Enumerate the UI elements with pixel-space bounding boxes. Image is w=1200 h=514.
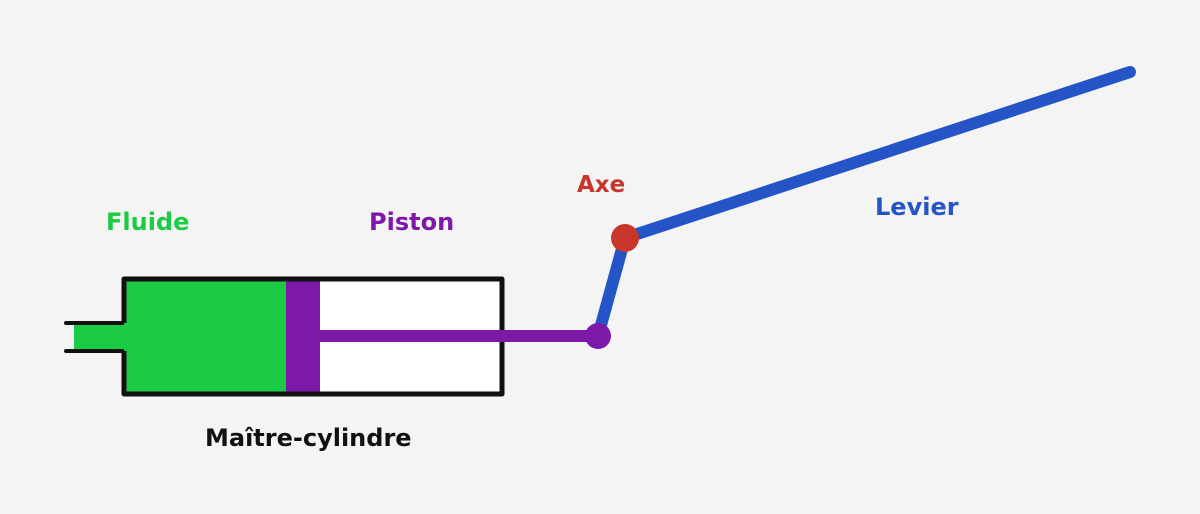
pivot-axis — [611, 224, 639, 252]
label-piston: Piston — [369, 208, 455, 236]
fluid-chamber — [124, 279, 286, 394]
lever — [592, 66, 1136, 342]
label-maitre-cylindre: Maître-cylindre — [205, 424, 412, 452]
fluid-inlet-port — [74, 324, 124, 350]
label-levier: Levier — [875, 193, 959, 221]
piston-head — [286, 279, 320, 394]
fluid-inlet-port-outline — [64, 321, 126, 353]
rod-lever-joint — [585, 323, 611, 349]
label-axe: Axe — [577, 172, 626, 198]
label-fluide: Fluide — [106, 208, 190, 236]
